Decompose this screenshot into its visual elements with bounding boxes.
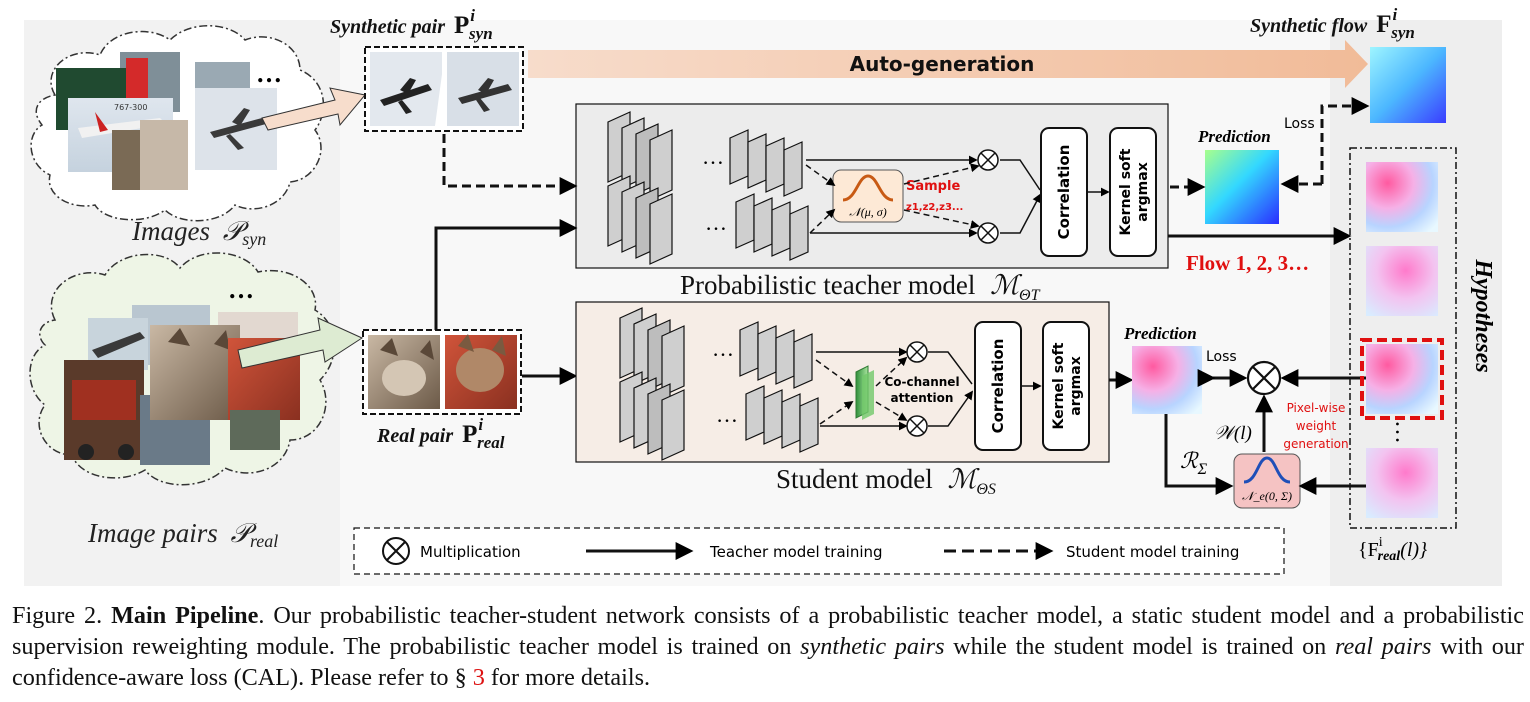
student-ellipsis-bottom: …: [716, 402, 738, 427]
teacher-model-title: Probabilistic teacher model ℳΘT: [680, 270, 1041, 304]
hypothesis-flow-4: [1366, 448, 1438, 518]
hypotheses-box: [1349, 147, 1457, 529]
caption-prefix: Figure 2.: [12, 602, 112, 629]
legend-student-training-label: Student model training: [1066, 543, 1239, 561]
student-feature-maps: [619, 307, 819, 461]
hypotheses-label: Hypotheses: [1470, 258, 1496, 372]
images-syn-label: Images 𝒫syn: [131, 216, 266, 249]
pipeline-figure: 767-300 … Images 𝒫syn … Image pairs 𝒫rea…: [24, 5, 1502, 586]
teacher-correlation-box: [1040, 127, 1088, 257]
student-correlation-box: [974, 321, 1022, 451]
teacher-ellipsis-top: …: [702, 144, 724, 169]
legend-teacher-training-label: Teacher model training: [709, 543, 883, 561]
teacher-kernel-box: [1109, 127, 1157, 257]
caption-part-4: for more details.: [484, 664, 651, 691]
ne-distribution-label: 𝒩_e(0, Σ): [1242, 489, 1292, 503]
student-kernel-label-1: Kernel soft: [1051, 342, 1067, 429]
student-loss-label: Loss: [1206, 349, 1237, 365]
student-attention-icon: [855, 365, 874, 420]
caption-part-1: . Our probabilistic teacher-student netw…: [12, 602, 1524, 660]
teacher-loss-label: Loss: [1284, 116, 1315, 132]
student-solid-connectors: [816, 347, 1042, 431]
student-kernel-box: [1042, 321, 1090, 451]
hypothesis-flow-1: [1366, 162, 1438, 232]
synthetic-images-cloud: [30, 25, 325, 222]
teacher-normal-label: 𝒩(μ, σ): [849, 205, 886, 219]
caption-part-2: while the student model is trained on: [944, 633, 1335, 660]
pixel-wise-label-1: Pixel-wise: [1287, 401, 1346, 415]
cloud-to-real-arrow: [237, 317, 364, 369]
cloud-to-synthetic-arrow: [261, 87, 366, 131]
caption-italic-2: real pairs: [1334, 633, 1432, 660]
auto-generation-arrow: [528, 40, 1368, 88]
teacher-flows-label: Flow 1, 2, 3…: [1186, 251, 1309, 275]
figure-caption: Figure 2. Main Pipeline. Our probabilist…: [12, 600, 1524, 693]
teacher-correlation-label: Correlation: [1055, 145, 1073, 240]
student-prediction-label: Prediction: [1123, 324, 1197, 343]
image-pairs-label: Image pairs 𝒫real: [87, 518, 278, 551]
caption-italic-1: synthetic pairs: [800, 633, 945, 660]
teacher-dashed-connectors: [805, 163, 980, 234]
student-correlation-label: Correlation: [989, 339, 1007, 434]
caption-title: Main Pipeline: [111, 602, 259, 629]
plane-tail-label: 767-300: [114, 103, 147, 112]
pixel-wise-label-2: weight: [1296, 419, 1337, 433]
pixel-wise-label-3: generation: [1283, 437, 1348, 451]
caption-section-ref[interactable]: 3: [472, 664, 485, 691]
teacher-multiply-icons: [977, 149, 999, 244]
auto-generation-label: Auto-generation: [850, 52, 1035, 76]
teacher-ellipsis-bottom: …: [705, 210, 727, 235]
synthetic-to-teacher-arrow: [442, 134, 578, 195]
hypothesis-flow-2: [1366, 246, 1438, 316]
hypothesis-flow-3: [1366, 344, 1438, 414]
caption-part-3: with our confidence-aware loss (CAL). Pl…: [12, 633, 1524, 691]
teacher-sample-label: Sample: [906, 179, 960, 194]
r-sigma-label: ℛΣ: [1180, 448, 1208, 478]
student-multiply-icons: [906, 341, 928, 437]
student-model-title: Student model ℳΘS: [776, 464, 996, 498]
images-syn-ellipsis: …: [256, 59, 282, 88]
real-images-ellipsis: …: [228, 275, 254, 304]
student-prediction-image: [1132, 346, 1202, 414]
weight-label: 𝒲(l): [1214, 423, 1252, 444]
teacher-kernel-label-2: argmax: [1135, 162, 1151, 221]
r-sigma-connector: [1164, 414, 1234, 495]
hypothesis-highlight: [1360, 338, 1444, 420]
teacher-loss-connectors: [1170, 97, 1370, 196]
legend-multiply-icon: [382, 537, 410, 565]
student-attention-label-2: attention: [891, 391, 954, 405]
student-kernel-label-2: argmax: [1068, 356, 1084, 415]
real-pair-images: [368, 334, 517, 409]
real-pair-connectors: [434, 219, 578, 385]
legend-box: [353, 527, 1285, 575]
hypotheses-ellipsis: …: [1390, 420, 1416, 444]
student-attention-label-1: Co-channel: [884, 375, 959, 389]
student-dashed-connectors: [815, 356, 908, 425]
loss-multiply-icon: [1246, 360, 1282, 396]
teacher-sample-values: z1,z2,z3...: [906, 202, 963, 213]
real-images-cloud: [29, 252, 336, 486]
teacher-feature-maps: [607, 111, 809, 265]
teacher-prediction-label: Prediction: [1197, 127, 1271, 146]
teacher-normal-box: [832, 169, 904, 223]
legend-multiplication-label: Multiplication: [420, 543, 521, 561]
synthetic-flow-image: [1370, 47, 1446, 123]
synthetic-pair-images: [370, 52, 519, 126]
teacher-kernel-label-1: Kernel soft: [1118, 148, 1134, 235]
student-ellipsis-top: …: [712, 336, 734, 361]
teacher-solid-connectors: [806, 155, 1110, 238]
teacher-prediction-image: [1205, 150, 1279, 224]
